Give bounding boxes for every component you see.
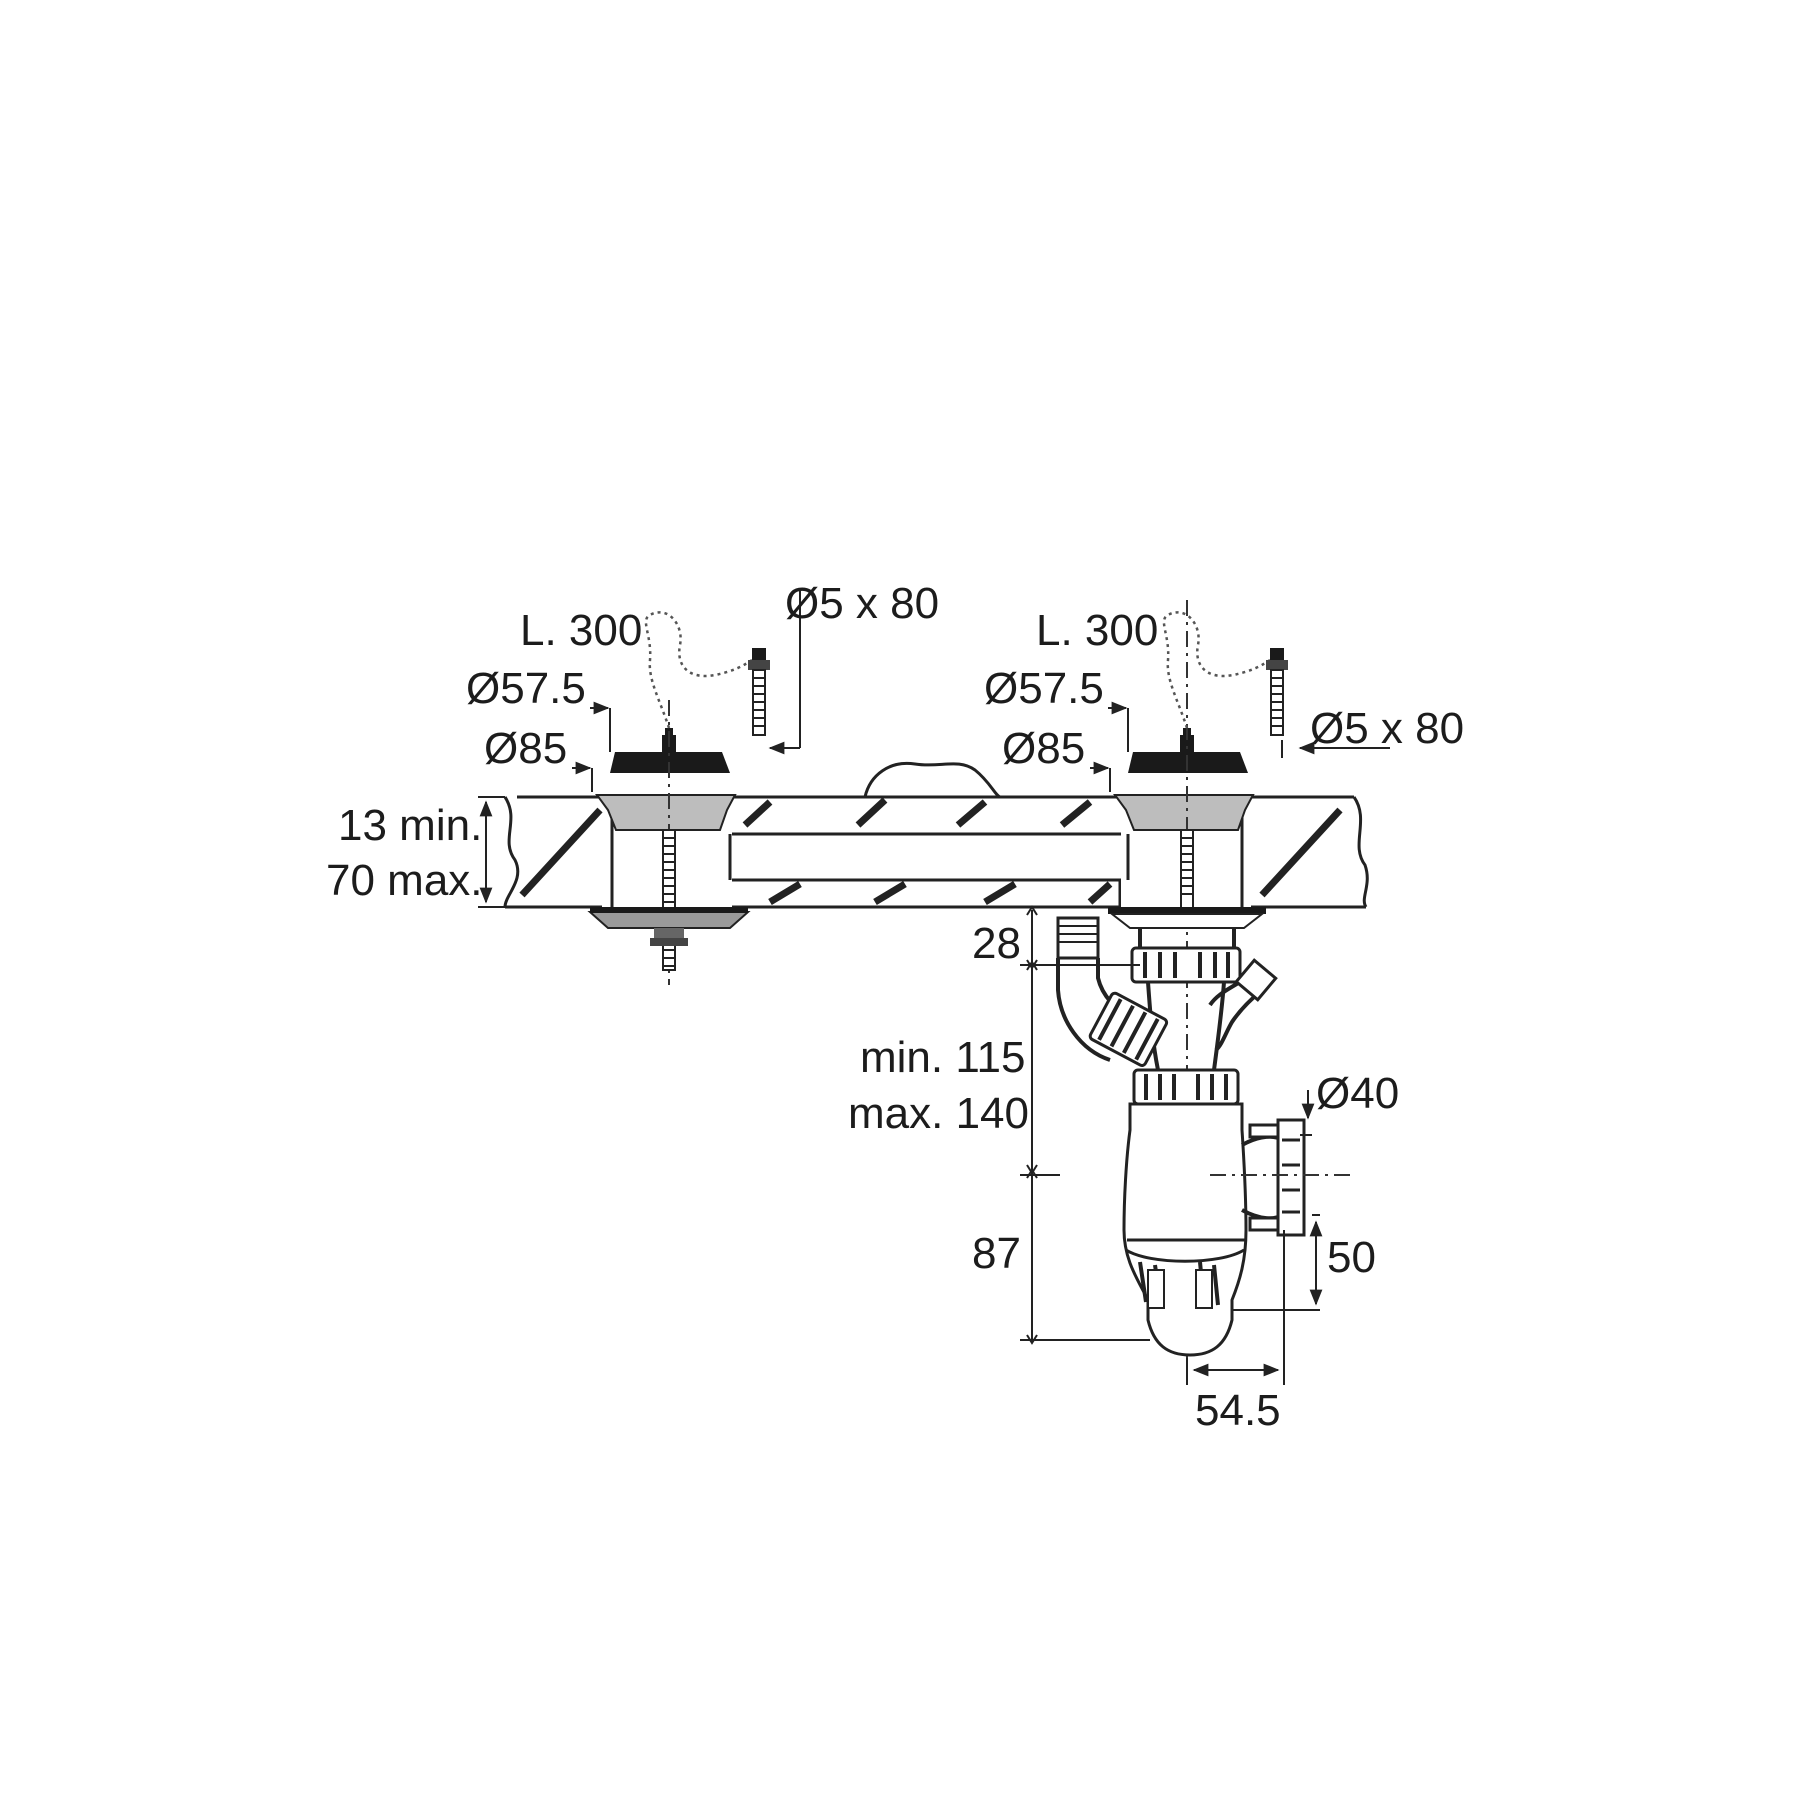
label-offset-54-5: 54.5: [1195, 1386, 1281, 1435]
label-plug-diameter-left: Ø57.5: [466, 664, 586, 713]
label-screw-left: Ø5 x 80: [785, 579, 939, 628]
label-plug-diameter-right: Ø57.5: [984, 664, 1104, 713]
label-screw-right: Ø5 x 80: [1310, 704, 1464, 753]
label-height-min: min. 115: [860, 1033, 1026, 1082]
label-height-max: max. 140: [848, 1089, 1029, 1138]
label-chain-length-right: L. 300: [1036, 606, 1158, 655]
dimension-labels: L. 300 Ø57.5 Ø85 Ø5 x 80 L. 300 Ø57.5 Ø8…: [326, 579, 1464, 1435]
label-flange-diameter-right: Ø85: [1002, 724, 1085, 773]
label-thickness-min: 13 min.: [338, 801, 482, 850]
label-drop-28: 28: [972, 919, 1021, 968]
right-drain-assembly: [1056, 600, 1350, 1370]
left-drain-assembly: [587, 611, 770, 985]
label-thickness-max: 70 max.: [326, 856, 483, 905]
label-depth-87: 87: [972, 1229, 1021, 1278]
dimension-lines: [478, 590, 1390, 1385]
label-flange-diameter-left: Ø85: [484, 724, 567, 773]
label-chain-length-left: L. 300: [520, 606, 642, 655]
countertop: [503, 761, 1369, 909]
label-outlet-height-50: 50: [1327, 1233, 1376, 1282]
label-outlet-diameter: Ø40: [1316, 1069, 1399, 1118]
